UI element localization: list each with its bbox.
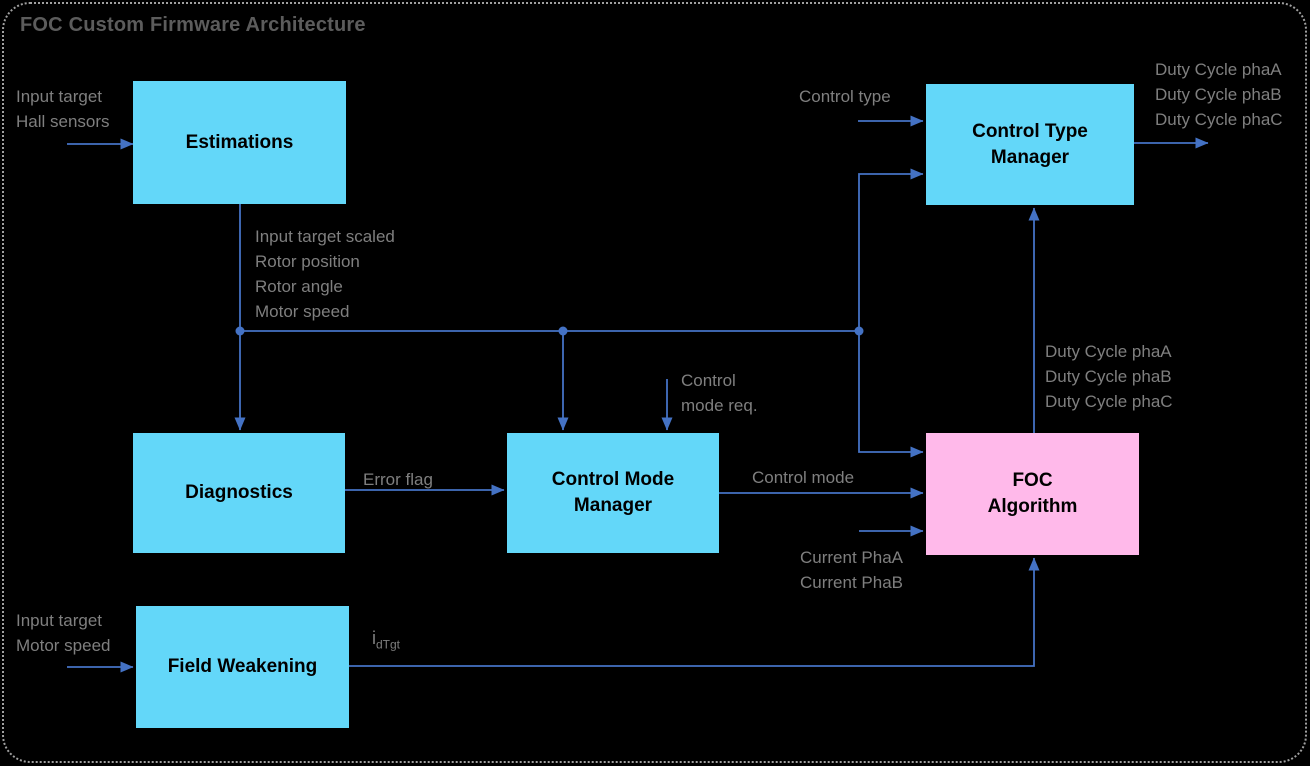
label-idtgt-base: i (372, 628, 376, 648)
block-label: Diagnostics (185, 482, 293, 503)
block-diagnostics: Diagnostics (133, 433, 345, 553)
label-control-mode-request: Control mode req. (681, 371, 758, 415)
label-estimations-outputs: Input target scaled Rotor position Rotor… (255, 227, 395, 321)
label-control-mode: Control mode (752, 468, 855, 487)
block-control-mode-manager: Control Mode Manager (507, 433, 719, 553)
junction-dot (558, 326, 568, 336)
block-label: Estimations (185, 131, 294, 153)
block-label: Control Mode Manager (551, 469, 675, 516)
block-foc-algorithm: FOC Algorithm (926, 433, 1139, 555)
block-control-type-manager: Control Type Manager (926, 84, 1134, 205)
junction-dot (235, 326, 245, 336)
block-field-weakening: Field Weakening (136, 606, 349, 728)
junction-dot (854, 326, 864, 336)
label-idtgt-sub: dTgt (376, 637, 401, 652)
arrow-idtgt-to-foc-algorithm (349, 557, 1040, 667)
label-estimations-inputs: Input target Hall sensors (16, 87, 110, 131)
label-field-weakening-inputs: Input target Motor speed (16, 611, 111, 655)
label-current-inputs: Current PhaA Current PhaB (800, 548, 903, 592)
arrow-bus-to-foc-algorithm (858, 331, 924, 458)
label-duty-cycle-internal: Duty Cycle phaA Duty Cycle phaB Duty Cyc… (1045, 342, 1173, 411)
block-estimations: Estimations (133, 81, 346, 204)
label-duty-cycle-outputs: Duty Cycle phaA Duty Cycle phaB Duty Cyc… (1155, 60, 1283, 129)
label-idtgt: idTgt (372, 626, 400, 658)
page-title: FOC Custom Firmware Architecture (20, 14, 366, 36)
label-control-type-input: Control type (799, 87, 891, 106)
block-label: Control Type Manager (972, 120, 1088, 168)
label-error-flag: Error flag (363, 470, 433, 489)
block-label: FOC Algorithm (987, 470, 1078, 517)
arrow-bus-to-control-type-manager (858, 168, 924, 331)
block-label: Field Weakening (167, 656, 318, 677)
